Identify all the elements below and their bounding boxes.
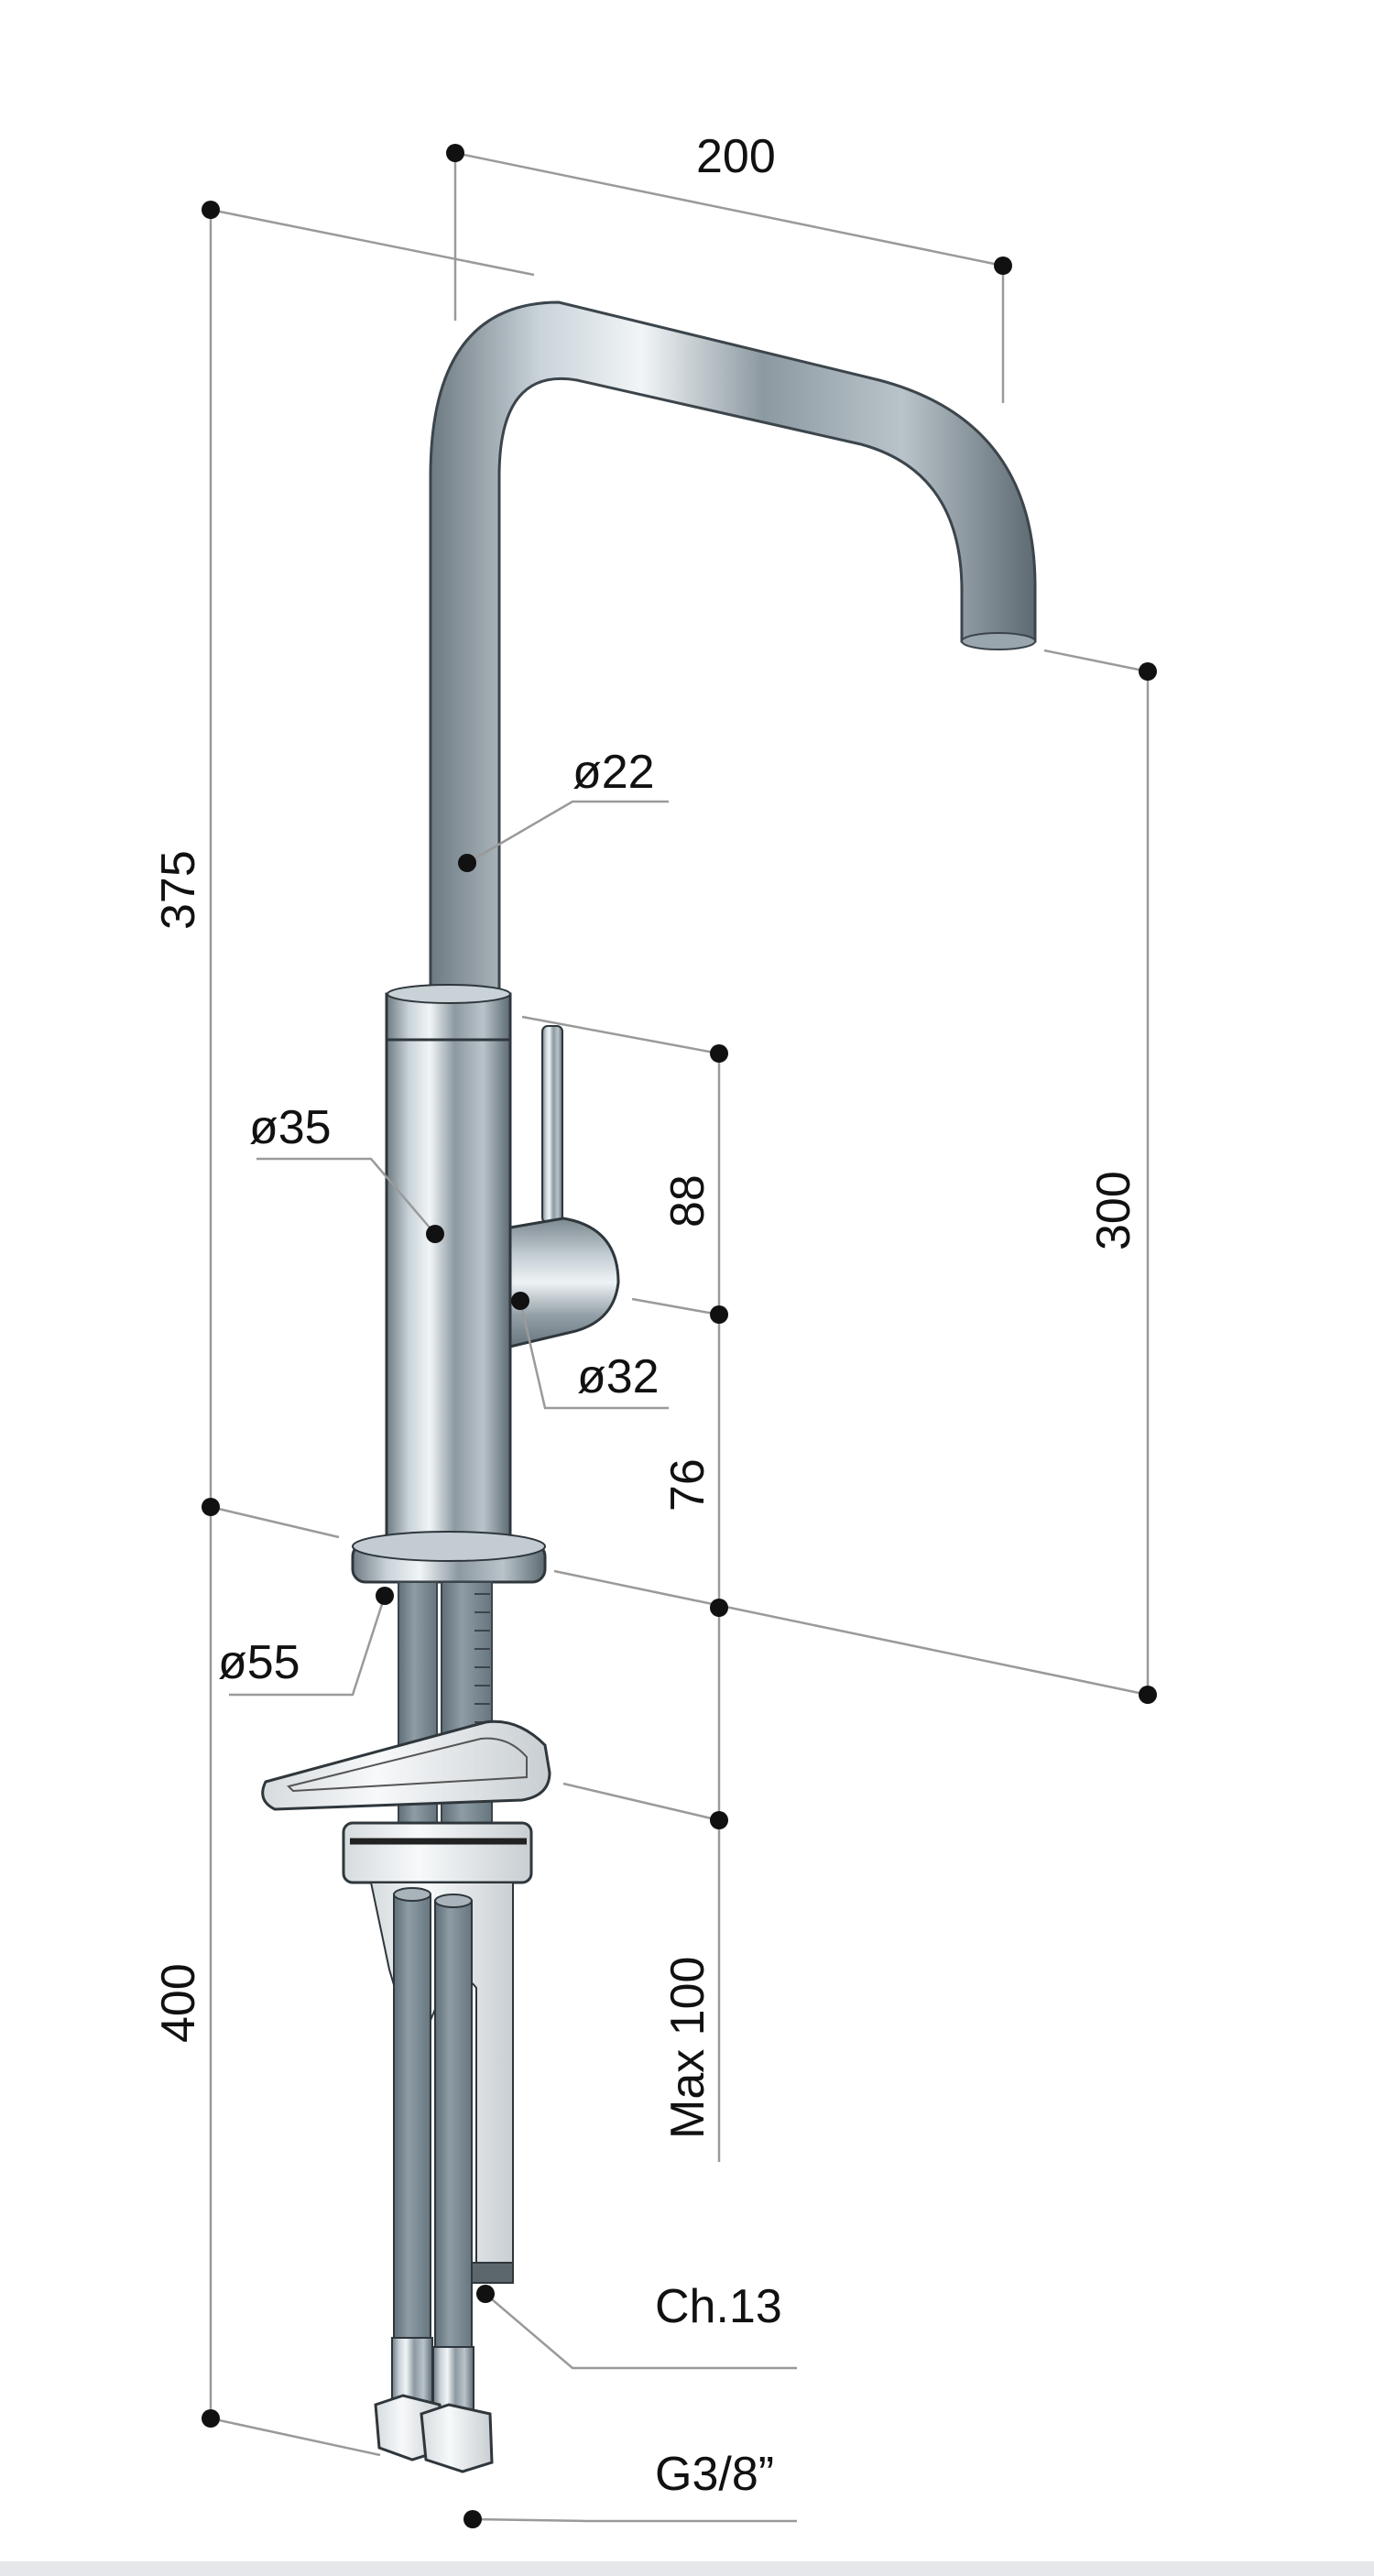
spout-outlet [961,632,1036,650]
spout [429,300,1037,1014]
dim-label-spout-reach: 200 [696,130,776,183]
dim-label-below-deck: 400 [152,1963,205,2043]
hose-left [393,1894,431,2372]
dim-label-handle-deck: 76 [661,1458,714,1512]
fixing-plate [261,1719,551,1811]
hex-nut-right [420,2403,494,2473]
hose-right [434,1900,473,2383]
dim-label-handle-top: 88 [661,1174,714,1228]
callout-spout-diameter: ø22 [572,746,655,799]
dimension-lines [209,151,1150,2523]
callout-handle-diameter: ø32 [577,1350,660,1403]
leader-ch13 [485,2293,797,2370]
dimension-dots [202,144,1157,2528]
callout-connection-thread: G3/8” [655,2448,774,2501]
dim-label-outlet-height: 300 [1087,1171,1140,1250]
dim-label-total-height: 375 [152,850,205,930]
faucet-illustration [261,300,1037,2473]
leader-handle [518,1300,669,1410]
dim-label-max-deck: Max 100 [661,1957,714,2139]
body-cylinder [385,1038,512,1555]
bottom-edge-bar [0,2561,1374,2576]
leader-spout [466,800,669,865]
callout-base-diameter: ø55 [218,1636,300,1689]
leader-base [229,1595,387,1697]
leader-g38 [472,2517,797,2523]
leader-body [256,1157,436,1235]
handle-cylinder [508,1217,620,1348]
sealing-nut [342,1821,533,1884]
lever-pin [541,1025,563,1224]
callout-spanner-size: Ch.13 [655,2280,782,2333]
callout-body-diameter: ø35 [249,1101,332,1154]
